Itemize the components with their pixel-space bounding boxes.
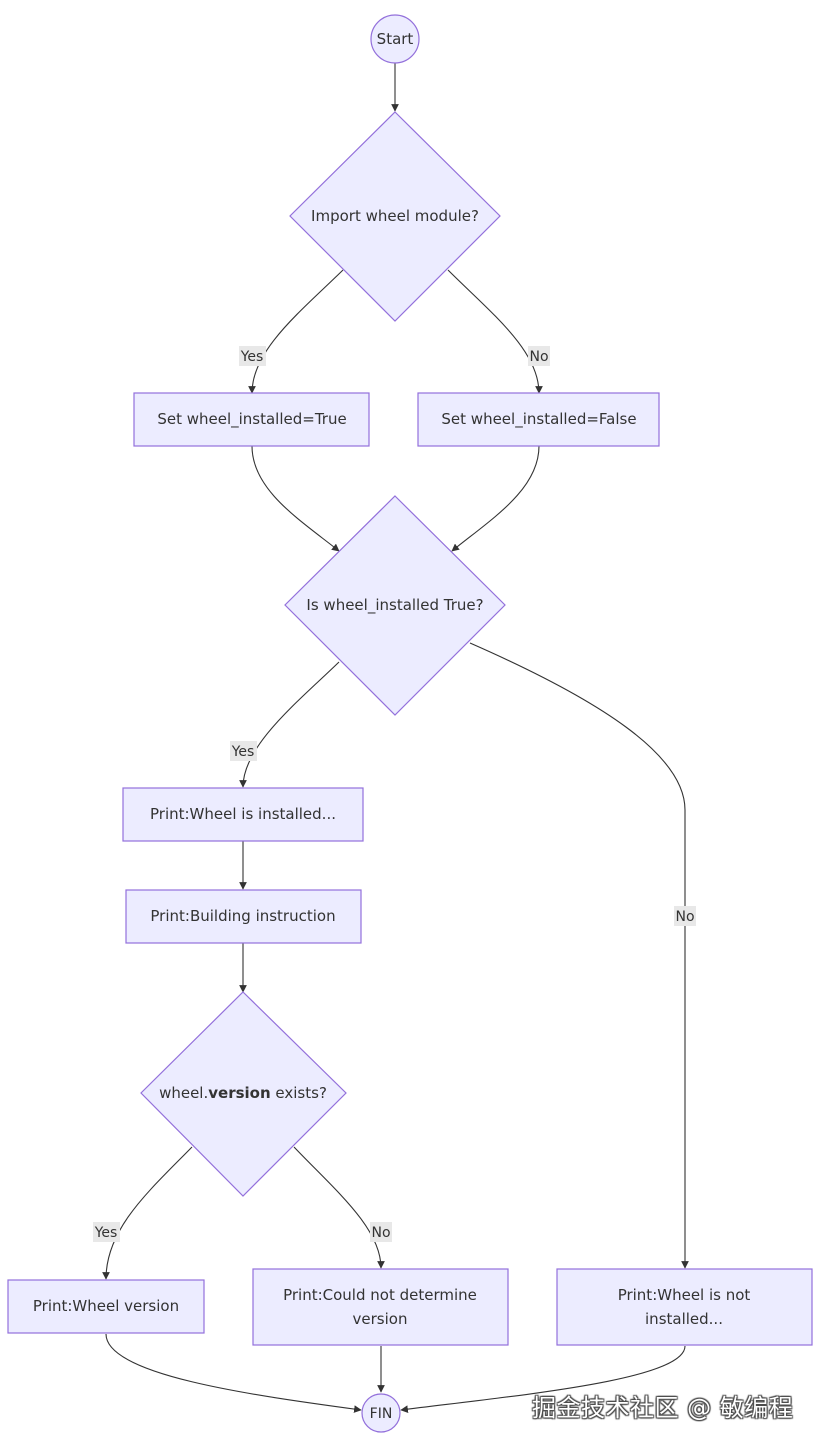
node-not-installed-line2: installed...	[645, 1310, 723, 1328]
node-set-false: Set wheel_installed=False	[417, 392, 660, 447]
node-is-installed-label: Is wheel_installed True?	[306, 596, 483, 615]
edges	[102, 63, 689, 1413]
node-print-installed: Print:Wheel is installed...	[122, 787, 364, 842]
edge-label-import-yes: Yes	[240, 349, 264, 365]
edge-label-installed-no: No	[675, 909, 694, 925]
node-set-false-label: Set wheel_installed=False	[441, 410, 636, 429]
node-could-not-determine: Print:Could not determine version	[252, 1268, 509, 1346]
watermark: 掘金技术社区 @ 敏编程	[532, 1394, 794, 1422]
edge-version-to-print-version	[102, 1146, 193, 1280]
edge-label-import-no: No	[529, 349, 548, 365]
edge-version-to-could-not	[293, 1146, 385, 1269]
edge-is-installed-to-print-installed	[239, 661, 340, 788]
node-import-wheel: Import wheel module?	[289, 111, 501, 322]
node-could-not-line1: Print:Could not determine	[283, 1286, 477, 1304]
edge-not-installed-to-fin	[400, 1345, 686, 1413]
node-could-not-line2: version	[353, 1310, 408, 1328]
node-set-true-label: Set wheel_installed=True	[157, 410, 346, 429]
node-start-label: Start	[377, 30, 414, 48]
node-start: Start	[370, 14, 420, 64]
edge-import-to-set-true	[248, 269, 344, 394]
node-print-version: Print:Wheel version	[7, 1279, 205, 1334]
edge-print-version-to-fin	[105, 1333, 362, 1413]
edge-label-installed-yes: Yes	[231, 744, 255, 760]
node-print-building-label: Print:Building instruction	[150, 907, 335, 925]
node-fin: FIN	[361, 1393, 401, 1433]
node-import-wheel-label: Import wheel module?	[311, 207, 479, 225]
edge-set-false-to-is-installed	[451, 445, 540, 552]
node-version-exists-prefix: wheel.	[159, 1084, 208, 1102]
node-not-installed-line1: Print:Wheel is not	[618, 1286, 751, 1304]
nodes: Start Import wheel module? Set wheel_ins…	[7, 14, 813, 1433]
edge-import-to-set-false	[447, 269, 543, 394]
edge-label-version-no: No	[371, 1225, 390, 1241]
node-version-exists-suffix: exists?	[271, 1084, 327, 1102]
node-fin-label: FIN	[370, 1406, 393, 1422]
node-is-installed: Is wheel_installed True?	[284, 495, 506, 716]
node-version-exists: wheel.version exists?	[140, 991, 347, 1197]
edge-labels: Yes No Yes No Yes No	[93, 346, 696, 1242]
node-print-installed-label: Print:Wheel is installed...	[150, 805, 336, 823]
edge-set-true-to-is-installed	[251, 445, 340, 552]
node-print-building: Print:Building instruction	[125, 889, 362, 944]
node-print-version-label: Print:Wheel version	[33, 1297, 179, 1315]
node-version-exists-label: wheel.version exists?	[159, 1084, 327, 1102]
edge-is-installed-to-print-not-installed	[469, 642, 689, 1269]
edge-label-version-yes: Yes	[94, 1225, 118, 1241]
node-print-not-installed: Print:Wheel is not installed...	[556, 1268, 813, 1346]
node-version-exists-bold: version	[208, 1084, 270, 1102]
node-set-true: Set wheel_installed=True	[133, 392, 370, 447]
